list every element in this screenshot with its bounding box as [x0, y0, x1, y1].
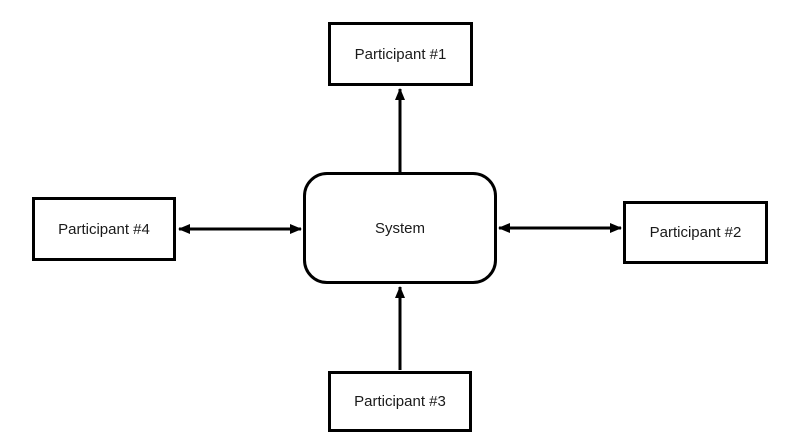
- node-label: Participant #3: [354, 393, 446, 410]
- node-system: System: [303, 172, 497, 284]
- node-participant-1: Participant #1: [328, 22, 473, 86]
- node-participant-2: Participant #2: [623, 201, 768, 264]
- node-participant-4: Participant #4: [32, 197, 176, 261]
- node-label: Participant #2: [649, 224, 742, 241]
- node-label: System: [374, 219, 425, 237]
- node-label: Participant #1: [354, 45, 447, 63]
- node-participant-3: Participant #3: [328, 371, 472, 432]
- node-label: Participant #4: [58, 220, 150, 238]
